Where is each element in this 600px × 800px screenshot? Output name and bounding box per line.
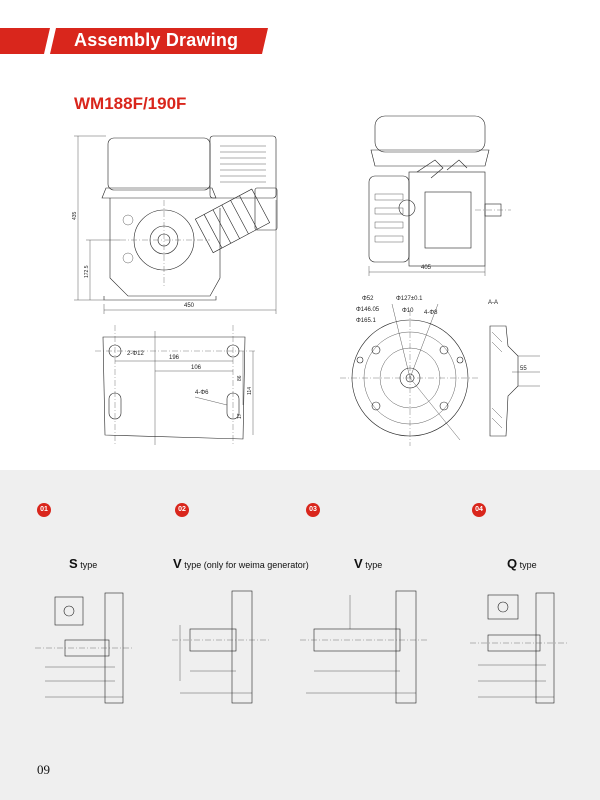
dim-17: 17 (237, 413, 243, 419)
type-letter: S (69, 556, 78, 571)
type-letter: V (173, 556, 182, 571)
flange-d6: 4-Φ8 (424, 310, 438, 316)
page-title: Assembly Drawing (74, 30, 239, 50)
flange-drawing: Φ52 Φ127±0.1 Φ146.05 Φ10 Φ165.1 4-Φ8 (340, 296, 478, 446)
shaft-type-label: Q type (507, 556, 537, 571)
type-number-badge: 02 (175, 503, 189, 517)
type-number-badge: 04 (472, 503, 486, 517)
dim-86: 86 (237, 375, 243, 381)
flange-d5: Φ165.1 (356, 318, 376, 324)
type-number-badge: 03 (306, 503, 320, 517)
base-plate-drawing: 2-Φ12 196 106 4-Φ6 86 114 17 (95, 325, 255, 445)
dim-shaft-height: 172.5 (84, 265, 90, 278)
dim-106: 106 (191, 365, 202, 371)
hole-label-bottom: 4-Φ6 (195, 390, 209, 396)
section-label: A-A (488, 300, 498, 306)
v-type-generator-shaft-drawing (172, 590, 270, 704)
type-suffix: type (only for weima generator) (184, 560, 309, 570)
section-dim: 55 (520, 366, 527, 372)
type-suffix: type (519, 560, 537, 570)
shaft-type-label: S type (69, 556, 97, 571)
type-letter: Q (507, 556, 518, 571)
side-view-drawing: 435 172.5 450 (72, 135, 278, 314)
type-letter: V (354, 556, 363, 571)
dim-196: 196 (169, 355, 180, 361)
banner-shape (0, 28, 268, 54)
flange-d1: Φ52 (362, 296, 374, 302)
v-type-shaft-drawing (300, 590, 428, 704)
flange-d2: Φ127±0.1 (396, 296, 423, 302)
flange-d3: Φ146.05 (356, 307, 380, 313)
dim-114: 114 (247, 387, 253, 395)
type-suffix: type (80, 560, 98, 570)
section-aa-drawing: A-A 55 (488, 300, 540, 437)
model-title: WM188F/190F (74, 94, 187, 113)
page-number: 09 (37, 762, 50, 777)
shaft-type-label: V type (only for weima generator) (173, 556, 309, 571)
type-number-badge: 01 (37, 503, 51, 517)
s-type-shaft-drawing (35, 592, 133, 704)
header-banner: Assembly Drawing (0, 28, 268, 54)
shaft-type-label: V type (354, 556, 382, 571)
front-view-drawing: 405 (368, 115, 511, 276)
q-type-shaft-drawing (470, 592, 568, 704)
dim-width: 450 (184, 303, 195, 309)
type-suffix: type (365, 560, 383, 570)
flange-d4: Φ10 (402, 308, 414, 314)
hole-label-top: 2-Φ12 (127, 351, 144, 357)
dim-height: 435 (72, 211, 78, 220)
dim-front-width: 405 (421, 265, 432, 271)
